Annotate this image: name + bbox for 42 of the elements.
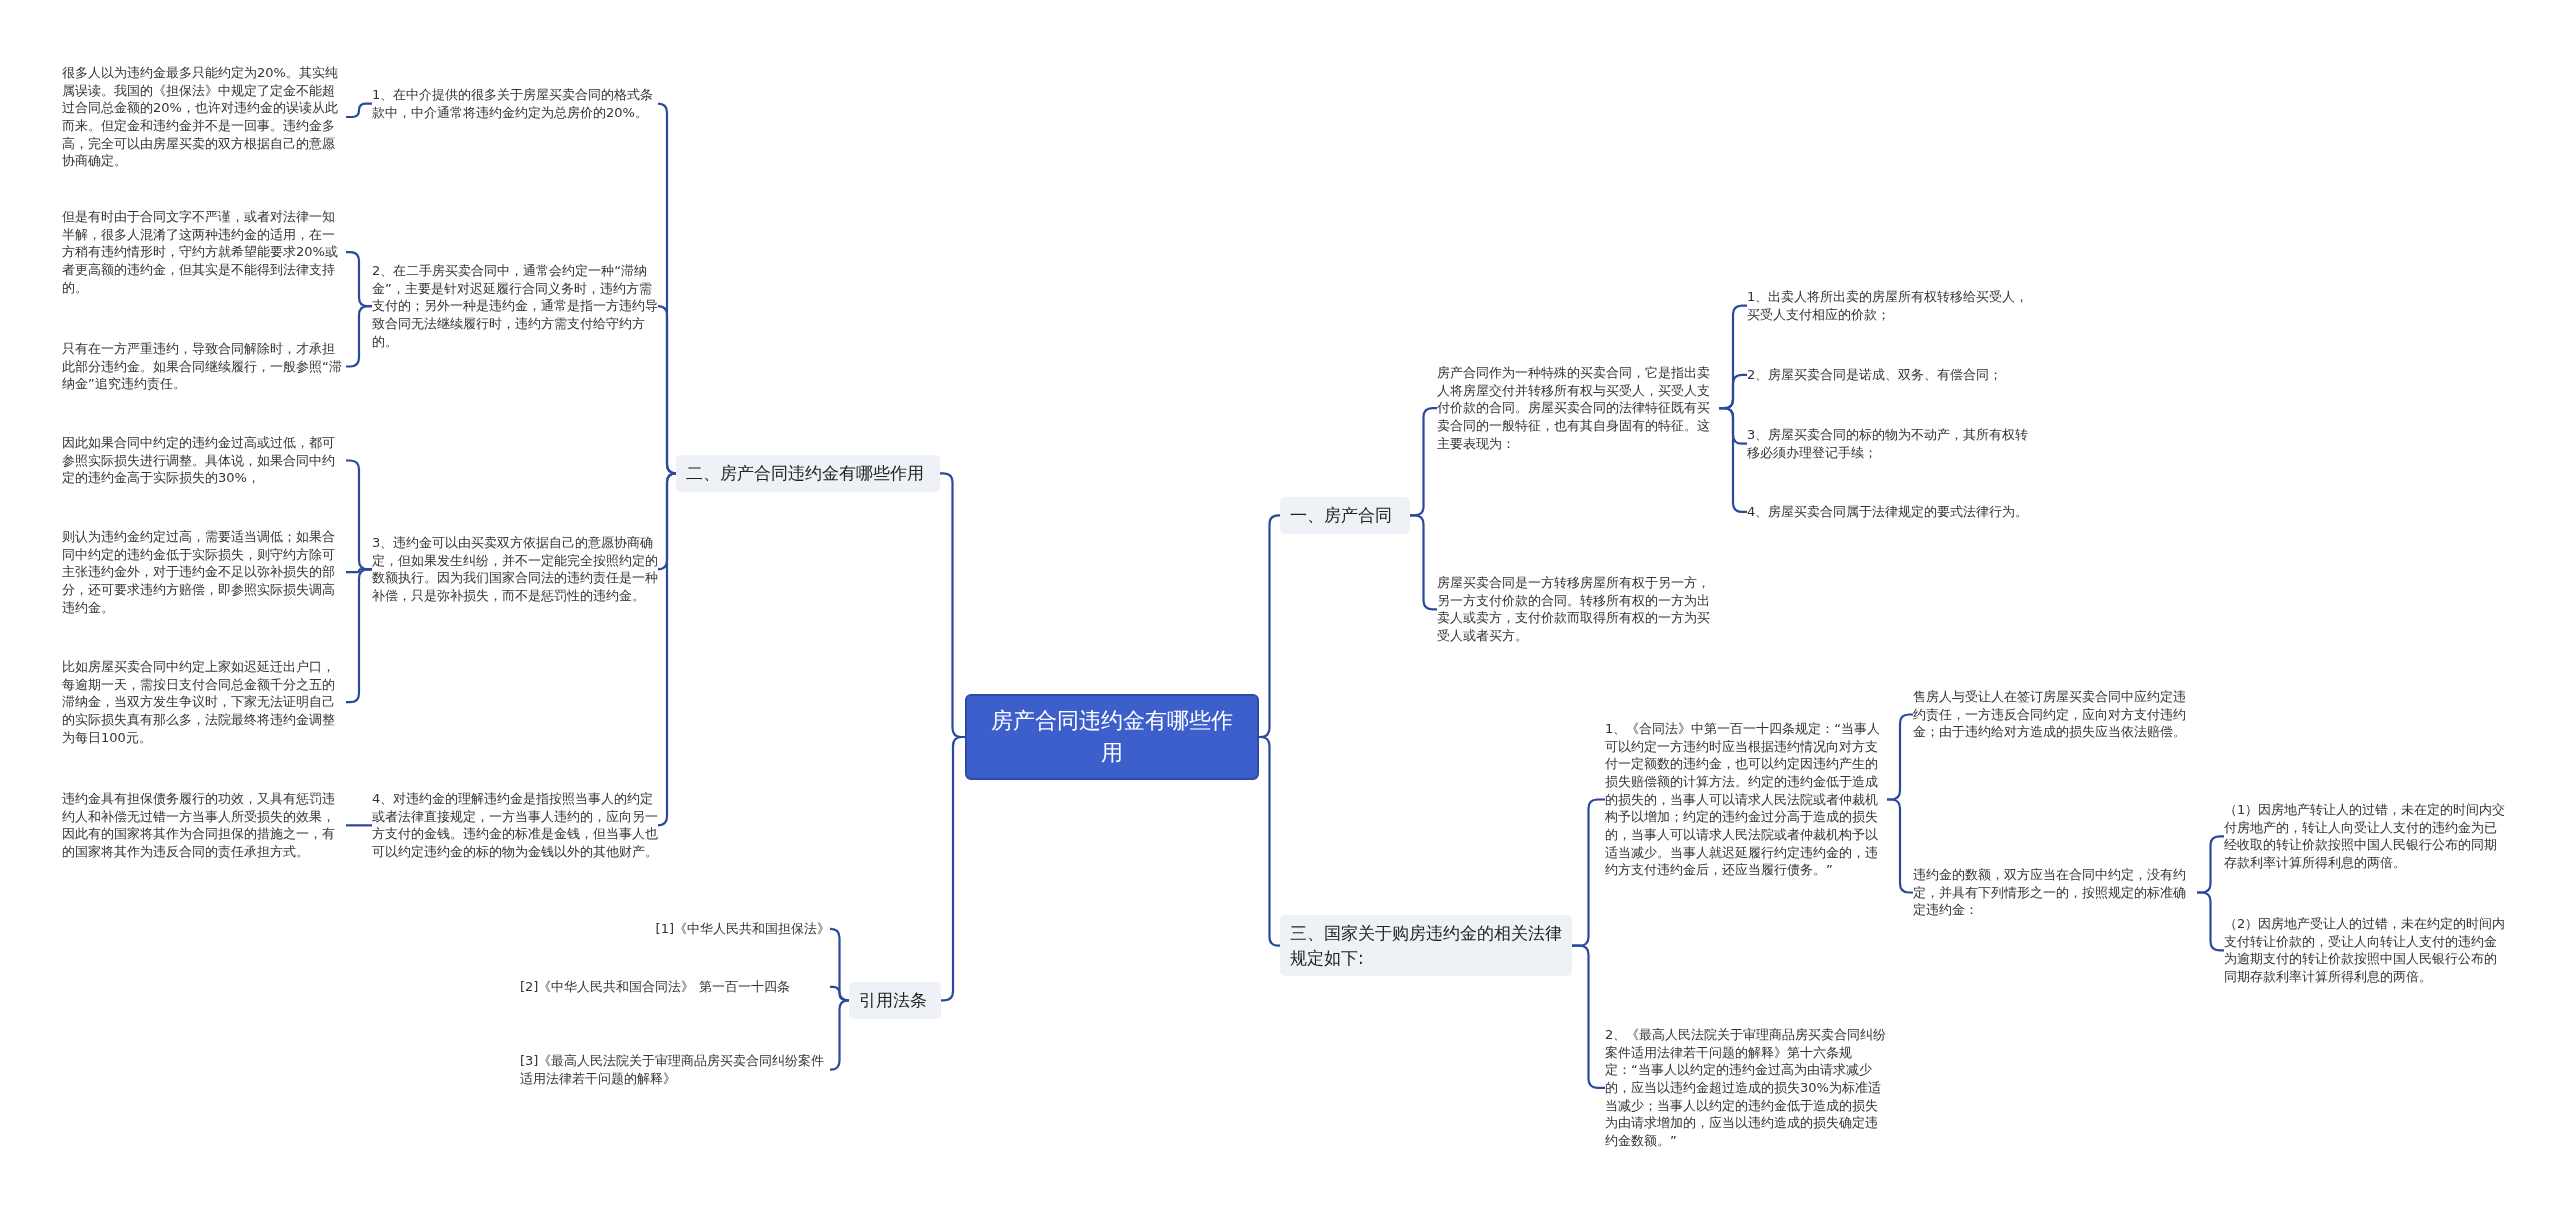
text-note: 2、《最高人民法院关于审理商品房买卖合同纠纷案件适用法律若干问题的解释》第十六条规定：“当事人以约定的违约金过高为由请求减少的，应当以违约金超过造成的损失30%为标准适当减少；当事人以约定的违约金低于造成的损失为由请求增加的，应当以违约造成的损失确定违约金数额。” bbox=[1605, 1026, 1887, 1150]
text-note: 4、房屋买卖合同属于法律规定的要式法律行为。 bbox=[1747, 503, 2029, 521]
text-note: [1]《中华人民共和国担保法》 bbox=[520, 920, 830, 938]
text-note: 违约金具有担保债务履行的功效，又具有惩罚违约人和补偿无过错一方当事人所受损失的效果，因此有的国家将其作为合同担保的措施之一，有的国家将其作为违反合同的责任承担方式。 bbox=[62, 790, 346, 861]
text-note: 1、在中介提供的很多关于房屋买卖合同的格式条款中，中介通常将违约金约定为总房价的20%。 bbox=[372, 86, 658, 122]
text-note: （2）因房地产受让人的过错，未在约定的时间内支付转让价款的，受让人向转让人支付的违约金为逾期支付的转让价款按照中国人民银行公布的同期存款利率计算所得利息的两倍。 bbox=[2224, 915, 2506, 986]
text-note: 3、房屋买卖合同的标的物为不动产，其所有权转移必须办理登记手续； bbox=[1747, 426, 2029, 462]
text-note: 则认为违约金约定过高，需要适当调低；如果合同中约定的违约金低于实际损失，则守约方除可主张违约金外，对于违约金不足以弥补损失的部分，还可要求违约方赔偿，即参照实际损失调高违约金。 bbox=[62, 528, 346, 617]
text-note: 3、违约金可以由买卖双方依据自己的意愿协商确定，但如果发生纠纷，并不一定能完全按照约定的数额执行。因为我们国家合同法的违约责任是一种补偿，只是弥补损失，而不是惩罚性的违约金。 bbox=[372, 534, 658, 605]
branch-topic: 引用法条 bbox=[849, 982, 941, 1019]
connector-line bbox=[346, 824, 372, 827]
connector-line bbox=[656, 472, 678, 827]
text-note: 2、房屋买卖合同是诺成、双务、有偿合同； bbox=[1747, 366, 2029, 384]
root-topic: 房产合同违约金有哪些作用 bbox=[965, 694, 1259, 780]
text-note: 房屋买卖合同是一方转移房屋所有权于另一方，另一方支付价款的合同。转移所有权的一方为出卖人或卖方，支付价款而取得所有权的一方为买受人或者买方。 bbox=[1437, 574, 1719, 645]
branch-topic: 三、国家关于购房违约金的相关法律规定如下: bbox=[1280, 915, 1572, 977]
connector-line bbox=[346, 102, 372, 119]
connector-line bbox=[2197, 891, 2224, 952]
branch-topic: 二、房产合同违约金有哪些作用 bbox=[676, 455, 940, 492]
text-note: 4、对违约金的理解违约金是指按照当事人的约定或者法律直接规定，一方当事人违约的，应向另一方支付的金钱。违约金的标准是金钱，但当事人也可以约定违约金的标的物为金钱以外的其他财产。 bbox=[372, 790, 658, 861]
text-note: 但是有时由于合同文字不严谨，或者对法律一知半解，很多人混淆了这两种违约金的适用，在一方稍有违约情形时，守约方就希望能要求20%或者更高额的违约金，但其实是不能得到法律支持的。 bbox=[62, 208, 346, 297]
text-note: 很多人以为违约金最多只能约定为20%。其实纯属误读。我国的《担保法》中规定了定金不能超过合同总金额的20%，也许对违约金的误读从此而来。但定金和违约金并不是一回事。违约金多高，完全可以由房屋买卖的双方根据自己的意愿协商确定。 bbox=[62, 64, 346, 171]
text-note: [3]《最高人民法院关于审理商品房买卖合同纠纷案件适用法律若干问题的解释》 bbox=[520, 1052, 830, 1088]
text-note: [2]《中华人民共和国合同法》 第一百一十四条 bbox=[520, 978, 830, 996]
connector-line bbox=[346, 568, 372, 704]
connector-line bbox=[346, 305, 372, 368]
text-note: 比如房屋买卖合同中约定上家如迟延迁出户口，每逾期一天，需按日支付合同总金额千分之五的滞纳金，当双方发生争议时，下家无法证明自己的实际损失真有那么多，法院最终将违约金调整为每日100元。 bbox=[62, 658, 346, 747]
branch-topic: 一、房产合同 bbox=[1280, 497, 1410, 534]
text-note: 2、在二手房买卖合同中，通常会约定一种“滞纳金”，主要是针对迟延履行合同义务时，违约方需支付的；另外一种是违约金，通常是指一方违约导致合同无法继续履行时，违约方需支付给守约方的。 bbox=[372, 262, 658, 351]
text-note: 售房人与受让人在签订房屋买卖合同中应约定违约责任，一方违反合同约定，应向对方支付违约金；由于违约给对方造成的损失应当依法赔偿。 bbox=[1913, 688, 2197, 741]
text-note: （1）因房地产转让人的过错，未在定的时间内交付房地产的，转让人向受让人支付的违约金为已经收取的转让价款按照中国人民银行公布的同期存款利率计算所得利息的两倍。 bbox=[2224, 801, 2506, 872]
connector-line bbox=[1887, 798, 1913, 894]
connector-line bbox=[830, 985, 849, 1002]
text-note: 1、《合同法》中第一百一十四条规定：“当事人可以约定一方违约时应当根据违约情况向对方支付一定额数的违约金，也可以约定因违约产生的损失赔偿额的计算方法。约定的违约金低于造成的损失的，当事人可以请求人民法院或者仲裁机构予以增加；约定的违约金过分高于造成的损失的，当事人可以请求人民法院或者仲裁机构予以适当减少。当事人就迟延履行约定违约金的，违约方支付违约金后，还应当履行债务。” bbox=[1605, 720, 1887, 880]
text-note: 只有在一方严重违约，导致合同解除时，才承担此部分违约金。如果合同继续履行，一般参照“滞纳金”追究违约责任。 bbox=[62, 340, 346, 393]
connector-line bbox=[1258, 735, 1281, 947]
connector-line bbox=[941, 735, 965, 1002]
text-note: 房产合同作为一种特殊的买卖合同，它是指出卖人将房屋交付并转移所有权与买受人，买受人支付价款的合同。房屋买卖合同的法律特征既有买卖合同的一般特征，也有其自身固有的特征。这主要表现为： bbox=[1437, 364, 1719, 453]
text-note: 违约金的数额，双方应当在合同中约定，没有约定，并具有下列情形之一的，按照规定的标准确定违约金： bbox=[1913, 866, 2197, 919]
text-note: 因此如果合同中约定的违约金过高或过低，都可参照实际损失进行调整。具体说，如果合同中约定的违约金高于实际损失的30%， bbox=[62, 434, 346, 487]
connector-line bbox=[829, 999, 850, 1071]
text-note: 1、出卖人将所出卖的房屋所有权转移给买受人，买受人支付相应的价款； bbox=[1747, 288, 2029, 324]
